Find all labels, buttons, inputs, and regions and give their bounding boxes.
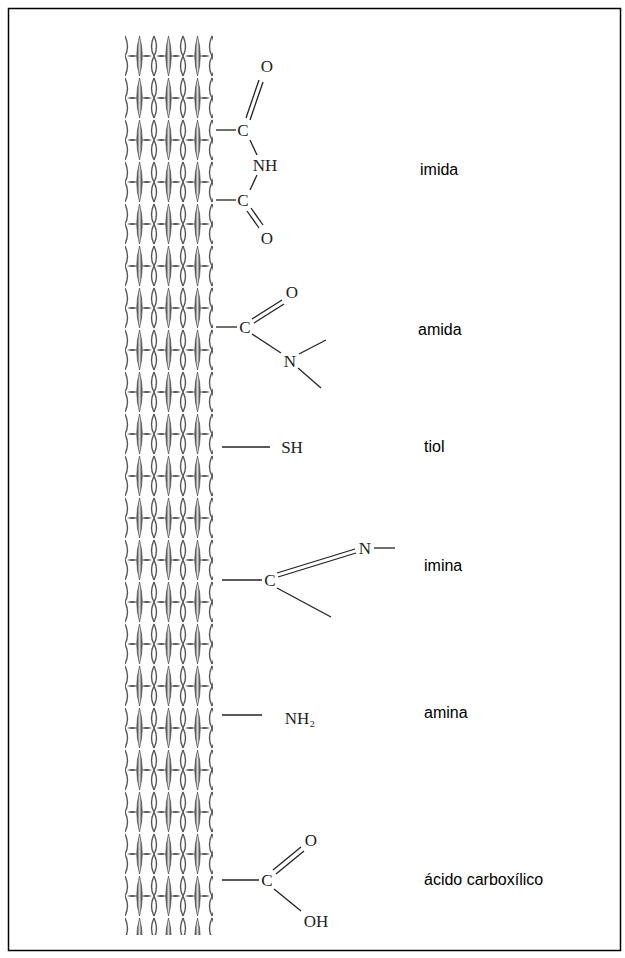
atom-symbol: O xyxy=(305,832,317,849)
atom-symbol: SH xyxy=(281,439,303,456)
group-name: imina xyxy=(424,558,462,574)
group-name: amina xyxy=(424,705,468,721)
group-name: tiol xyxy=(424,439,444,455)
atom-symbol: N xyxy=(359,540,371,557)
atom-symbol: C xyxy=(264,572,275,589)
group-name: imida xyxy=(420,162,458,178)
atom-symbol: N xyxy=(284,353,296,370)
atom-symbol: O xyxy=(261,230,273,247)
atom-symbol: O xyxy=(286,284,298,301)
atom-symbol: NH xyxy=(253,157,278,174)
atom-symbol: C xyxy=(239,319,250,336)
group-name: ácido carboxílico xyxy=(424,872,543,888)
frame xyxy=(9,9,621,951)
atom-symbol: C xyxy=(237,192,248,209)
chemical-bonds xyxy=(216,80,395,911)
atom-symbol: O xyxy=(261,58,273,75)
atom-symbol: C xyxy=(237,122,248,139)
atom-symbol: NH₂ xyxy=(285,710,315,727)
atom-symbol: OH xyxy=(304,913,329,930)
atom-symbol: C xyxy=(261,872,272,889)
carbon-nanotube xyxy=(125,35,213,935)
group-name: amida xyxy=(418,322,462,338)
